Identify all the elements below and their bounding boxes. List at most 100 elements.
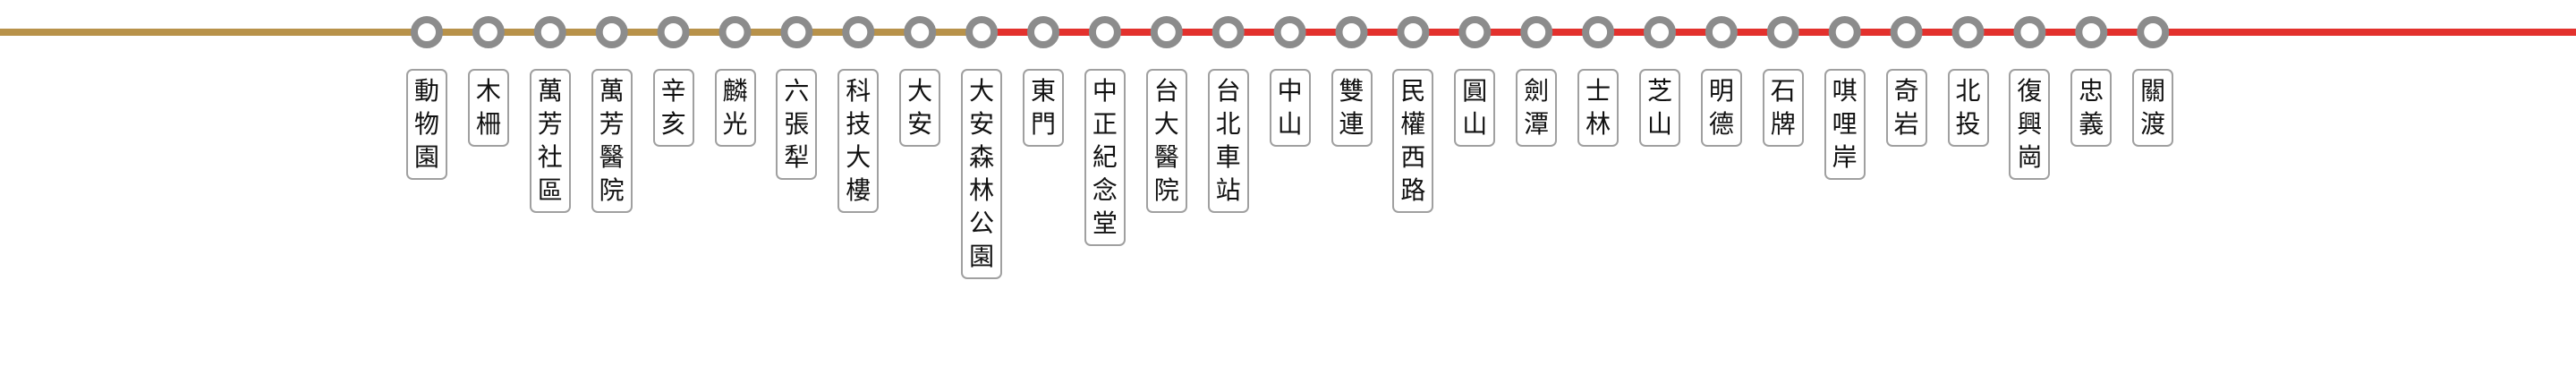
station-name-char: 柵 xyxy=(475,109,501,139)
station-label: 圓山 xyxy=(1454,69,1496,147)
station-name-char: 動 xyxy=(413,76,439,106)
station-name-char: 哩 xyxy=(1832,109,1858,139)
station-name-char: 大 xyxy=(1153,109,1179,139)
station-name-char: 中 xyxy=(1092,76,1118,106)
station-label: 辛亥 xyxy=(652,69,694,147)
station-marker xyxy=(1951,16,1985,48)
station-name-char: 大 xyxy=(846,142,871,172)
station-label: 大安森林公園 xyxy=(961,69,1003,279)
station-name-char: 民 xyxy=(1400,76,1426,106)
station-markers xyxy=(411,16,2170,48)
station-marker xyxy=(904,16,937,48)
station-label: 動物園 xyxy=(406,69,447,180)
station-name-char: 大 xyxy=(969,76,995,106)
station-name-char: 義 xyxy=(2079,109,2104,139)
station-name-char: 正 xyxy=(1092,109,1118,139)
station-label: 忠義 xyxy=(2070,69,2113,147)
station-marker xyxy=(472,16,505,48)
station-name-char: 萬 xyxy=(537,76,563,106)
station-name-char: 站 xyxy=(1215,175,1241,205)
station-name-char: 木 xyxy=(475,76,501,106)
station-name-char: 岸 xyxy=(1832,142,1858,172)
station-name-char: 台 xyxy=(1153,76,1179,106)
station-marker xyxy=(2013,16,2046,48)
station-name-char: 山 xyxy=(1462,109,1488,139)
station-label: 石牌 xyxy=(1762,69,1804,147)
station-name-char: 萬 xyxy=(599,76,625,106)
station-name-char: 石 xyxy=(1770,76,1796,106)
station-label: 關渡 xyxy=(2132,69,2174,147)
station-label: 萬芳社區 xyxy=(529,69,571,213)
station-name-char: 犁 xyxy=(784,142,810,172)
station-name-char: 士 xyxy=(1586,76,1611,106)
station-name-char: 車 xyxy=(1215,142,1241,172)
station-marker xyxy=(718,16,752,48)
station-label: 中正紀念堂 xyxy=(1084,69,1126,246)
station-name-char: 西 xyxy=(1400,142,1426,172)
station-name-char: 奇 xyxy=(1893,76,1919,106)
station-name-char: 院 xyxy=(1153,175,1179,205)
station-name-char: 明 xyxy=(1708,76,1734,106)
station-name-char: 光 xyxy=(722,109,748,139)
station-name-char: 安 xyxy=(907,109,933,139)
station-name-char: 張 xyxy=(784,109,810,139)
station-name-char: 德 xyxy=(1708,109,1734,139)
station-name-char: 牌 xyxy=(1770,109,1796,139)
station-name-char: 門 xyxy=(1030,109,1056,139)
station-name-char: 渡 xyxy=(2140,109,2166,139)
station-marker xyxy=(1150,16,1183,48)
station-name-char: 芳 xyxy=(537,109,563,139)
station-marker xyxy=(1828,16,1861,48)
station-marker xyxy=(1458,16,1492,48)
station-name-char: 投 xyxy=(1955,109,1981,139)
station-name-char: 紀 xyxy=(1092,142,1118,172)
station-name-char: 園 xyxy=(969,242,995,271)
station-name-char: 關 xyxy=(2140,76,2166,106)
station-label: 六張犁 xyxy=(776,69,818,180)
station-label: 復興崗 xyxy=(2009,69,2051,180)
station-name-char: 興 xyxy=(2017,109,2043,139)
station-label: 奇岩 xyxy=(1885,69,1927,147)
station-name-char: 芝 xyxy=(1646,76,1672,106)
station-label: 台大醫院 xyxy=(1145,69,1187,213)
station-name-char: 台 xyxy=(1215,76,1241,106)
station-name-char: 北 xyxy=(1955,76,1981,106)
station-marker xyxy=(2075,16,2108,48)
station-name-char: 六 xyxy=(784,76,810,106)
station-name-char: 大 xyxy=(907,76,933,106)
station-name-char: 雙 xyxy=(1339,76,1365,106)
station-name-char: 園 xyxy=(413,142,439,172)
station-name-char: 森 xyxy=(969,142,995,172)
station-marker xyxy=(1211,16,1245,48)
station-name-char: 林 xyxy=(969,175,995,205)
station-label: 木柵 xyxy=(467,69,509,147)
station-name-char: 社 xyxy=(537,142,563,172)
station-name-char: 潭 xyxy=(1524,109,1550,139)
station-label: 麟光 xyxy=(714,69,756,147)
station-name-char: 權 xyxy=(1400,109,1426,139)
station-marker xyxy=(533,16,566,48)
station-marker xyxy=(1335,16,1368,48)
station-marker xyxy=(1397,16,1430,48)
station-name-char: 芳 xyxy=(599,109,625,139)
station-label: 唭哩岸 xyxy=(1824,69,1866,180)
station-marker xyxy=(1088,16,1121,48)
station-label: 大安 xyxy=(899,69,941,147)
station-name-char: 安 xyxy=(969,109,995,139)
station-name-char: 技 xyxy=(846,109,871,139)
station-name-char: 辛 xyxy=(660,76,686,106)
station-name-char: 醫 xyxy=(599,142,625,172)
station-marker xyxy=(1705,16,1738,48)
station-name-char: 復 xyxy=(2017,76,2043,106)
station-name-char: 北 xyxy=(1215,109,1241,139)
station-name-char: 亥 xyxy=(660,109,686,139)
station-name-char: 劍 xyxy=(1524,76,1550,106)
station-label: 東門 xyxy=(1023,69,1064,147)
station-label: 明德 xyxy=(1700,69,1742,147)
station-name-char: 念 xyxy=(1092,175,1118,205)
station-name-char: 岩 xyxy=(1893,109,1919,139)
station-name-char: 連 xyxy=(1339,109,1365,139)
station-label: 芝山 xyxy=(1639,69,1680,147)
station-name-char: 東 xyxy=(1030,76,1056,106)
